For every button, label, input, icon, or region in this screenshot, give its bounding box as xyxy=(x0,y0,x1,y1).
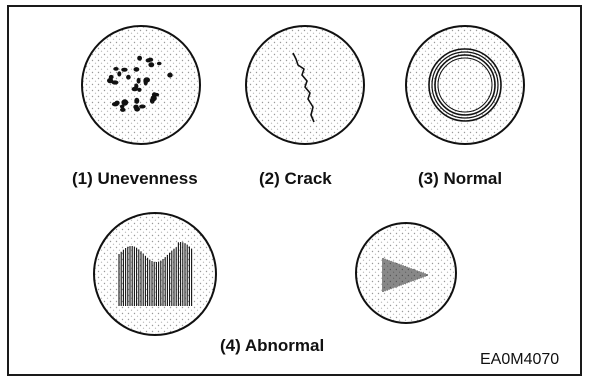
uneven-spot xyxy=(112,102,119,106)
crack-caption: (2) Crack xyxy=(259,169,332,189)
uneven-spot xyxy=(134,67,140,72)
crack-diagram xyxy=(243,23,367,147)
uneven-spot xyxy=(109,75,114,79)
uneven-spot xyxy=(167,73,172,78)
uneven-spot xyxy=(126,75,131,80)
abnormal-right-diagram xyxy=(353,220,459,326)
unevenness-diagram xyxy=(79,23,203,147)
normal-disc xyxy=(406,26,524,144)
abnormal-right-disc xyxy=(356,223,456,323)
unevenness-disc xyxy=(82,26,200,144)
crack-panel xyxy=(243,23,367,147)
abnormal-left-diagram xyxy=(91,210,219,338)
abnormal-caption: (4) Abnormal xyxy=(220,336,324,356)
uneven-spot xyxy=(132,87,138,91)
unevenness-panel xyxy=(79,23,203,147)
uneven-spot xyxy=(121,68,127,72)
uneven-spot xyxy=(137,78,141,84)
normal-diagram xyxy=(403,23,527,147)
figure-frame: (1) Unevenness (2) Crack (3) Normal xyxy=(7,5,582,376)
uneven-spot xyxy=(148,62,154,67)
abnormal-left-disc xyxy=(94,213,216,335)
unevenness-caption: (1) Unevenness xyxy=(72,169,198,189)
uneven-spot xyxy=(157,62,162,66)
abnormal-right-panel xyxy=(353,220,459,326)
uneven-spot xyxy=(146,58,151,62)
abnormal-left-panel xyxy=(91,210,219,338)
uneven-spot xyxy=(152,92,157,97)
uneven-spot xyxy=(120,105,125,109)
figure-code: EA0M4070 xyxy=(480,351,559,369)
uneven-spot xyxy=(113,67,118,71)
uneven-spot xyxy=(144,79,148,85)
normal-caption: (3) Normal xyxy=(418,169,502,189)
normal-panel xyxy=(403,23,527,147)
uneven-spot xyxy=(134,107,140,112)
uneven-spot xyxy=(139,105,146,109)
uneven-spot xyxy=(137,56,142,61)
uneven-spot xyxy=(117,71,121,76)
uneven-spot xyxy=(134,98,139,104)
